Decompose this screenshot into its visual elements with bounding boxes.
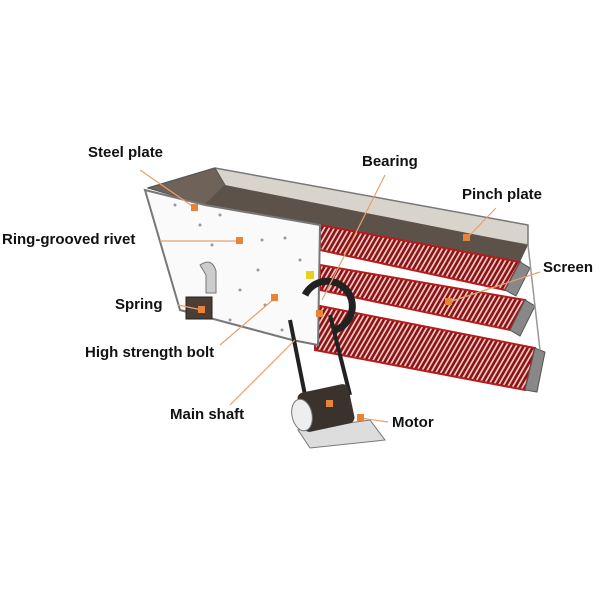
rivets	[173, 203, 302, 332]
label-pinch-plate: Pinch plate	[462, 186, 543, 203]
belt-drive	[288, 277, 356, 396]
label-main-shaft: Main shaft	[170, 406, 245, 423]
bearing-housing	[306, 271, 314, 279]
leader-lines	[139, 169, 541, 423]
label-screen: Screen	[543, 259, 594, 276]
deck-shadow	[205, 185, 528, 262]
label-motor: Motor	[392, 414, 434, 431]
motor	[291, 384, 386, 449]
callout-markers	[191, 204, 470, 421]
label-steel-plate: Steel plate	[88, 144, 164, 161]
label-high-strength-bolt: High strength bolt	[85, 344, 215, 361]
label-bearing: Bearing	[362, 153, 418, 170]
label-ring-grooved-rivet: Ring-grooved rivet	[2, 231, 136, 248]
label-spring: Spring	[115, 296, 163, 313]
